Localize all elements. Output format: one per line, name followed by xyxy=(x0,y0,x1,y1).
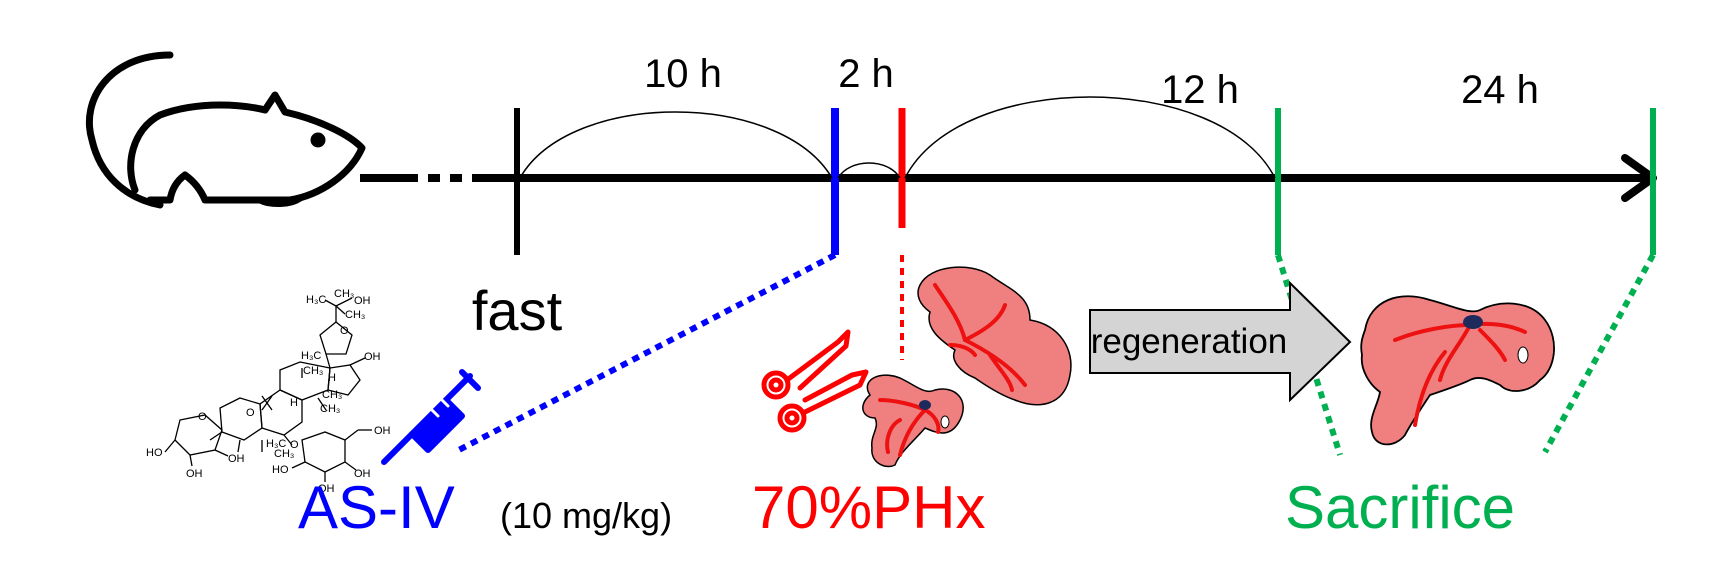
structure-label: HO xyxy=(146,447,163,459)
structure-label: OH xyxy=(318,483,335,495)
liver-resected-icon xyxy=(862,374,964,468)
structure-label: O xyxy=(246,407,255,419)
structure-label: CH₃ xyxy=(303,365,323,377)
structure-label: OH xyxy=(186,468,203,480)
structure-label: H xyxy=(328,372,336,384)
structure-label: H₃C xyxy=(266,438,286,450)
structure-label: OH xyxy=(354,295,371,307)
structure-label: CH₃ xyxy=(320,403,340,415)
structure-label: OH xyxy=(364,351,381,363)
structure-label: OH xyxy=(374,425,391,437)
structure-label: OH xyxy=(228,453,245,465)
structure-label: H₃C xyxy=(301,350,321,362)
structure-label: H xyxy=(290,397,298,409)
interval-label-2h: 2 h xyxy=(838,52,894,96)
structure-label: CH₃ xyxy=(345,309,365,321)
liver-lobes-removed-icon xyxy=(917,266,1072,406)
structure-label: O xyxy=(290,439,299,451)
liver-regenerated-icon xyxy=(1360,295,1555,446)
scissors-icon xyxy=(761,329,869,433)
interval-label-12h: 12 h xyxy=(1161,68,1239,112)
structure-label: OH xyxy=(354,468,371,480)
arc-2h xyxy=(837,162,901,179)
interval-label-10h: 10 h xyxy=(644,52,722,96)
arc-10h xyxy=(519,111,833,179)
structure-label: HO xyxy=(272,464,289,476)
event-label-treatment: AS-IV xyxy=(298,474,455,541)
dose-label: (10 mg/kg) xyxy=(500,495,672,536)
regeneration-arrow: regeneration xyxy=(1089,280,1352,403)
arc-12h xyxy=(904,96,1276,179)
connector-sacrifice-right xyxy=(1542,253,1656,454)
interval-label-24h: 24 h xyxy=(1461,68,1539,112)
structure-label: H₃C xyxy=(306,294,326,306)
structure-label: CH₃ xyxy=(334,288,354,300)
structure-label: O xyxy=(198,411,207,423)
regeneration-label: regeneration xyxy=(1091,322,1288,361)
event-label-sacrifice: Sacrifice xyxy=(1285,474,1515,541)
mouse-icon xyxy=(85,51,366,209)
event-label-surgery: 70%PHx xyxy=(752,474,985,541)
chemical-structure-labels: H₃C CH₃ OH O CH₃ H₃C CH₃ OH H CH₃ H CH₃ … xyxy=(146,288,391,495)
event-label-fast: fast xyxy=(472,279,563,342)
structure-label: O xyxy=(340,325,349,337)
structure-label: CH₃ xyxy=(322,389,342,401)
syringe-icon xyxy=(381,369,481,465)
chemical-structure xyxy=(164,297,372,482)
structure-label: CH₃ xyxy=(274,448,294,460)
connector-treatment xyxy=(453,252,837,455)
